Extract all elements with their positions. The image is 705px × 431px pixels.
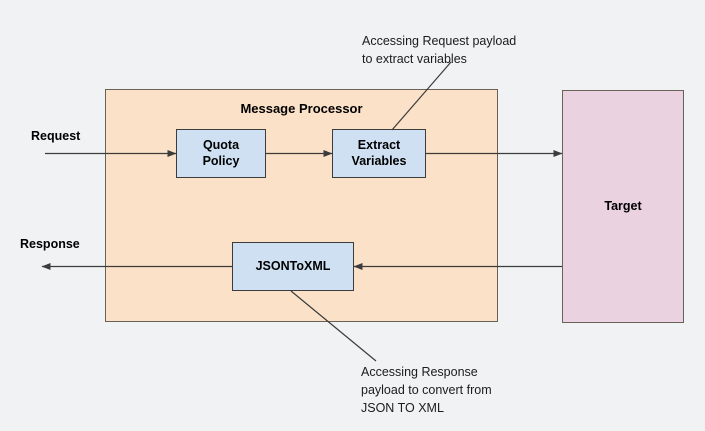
jsontoxml-node[interactable]: JSONToXML <box>232 242 354 291</box>
annotation-response-payload: Accessing Response payload to convert fr… <box>361 365 492 415</box>
message-processor-label: Message Processor <box>240 101 363 116</box>
target-label: Target <box>604 198 642 213</box>
annotation-request-payload: Accessing Request payload to extract var… <box>362 34 517 66</box>
extract-variables-label: Extract Variables <box>351 137 407 168</box>
quota-policy-label: Quota Policy <box>202 137 240 168</box>
extract-variables-node[interactable]: Extract Variables <box>332 129 426 178</box>
jsontoxml-label: JSONToXML <box>255 258 331 273</box>
target-node[interactable]: Target <box>562 90 684 323</box>
response-flow-label: Response <box>20 237 80 251</box>
quota-policy-node[interactable]: Quota Policy <box>176 129 266 178</box>
request-flow-label: Request <box>31 129 81 143</box>
